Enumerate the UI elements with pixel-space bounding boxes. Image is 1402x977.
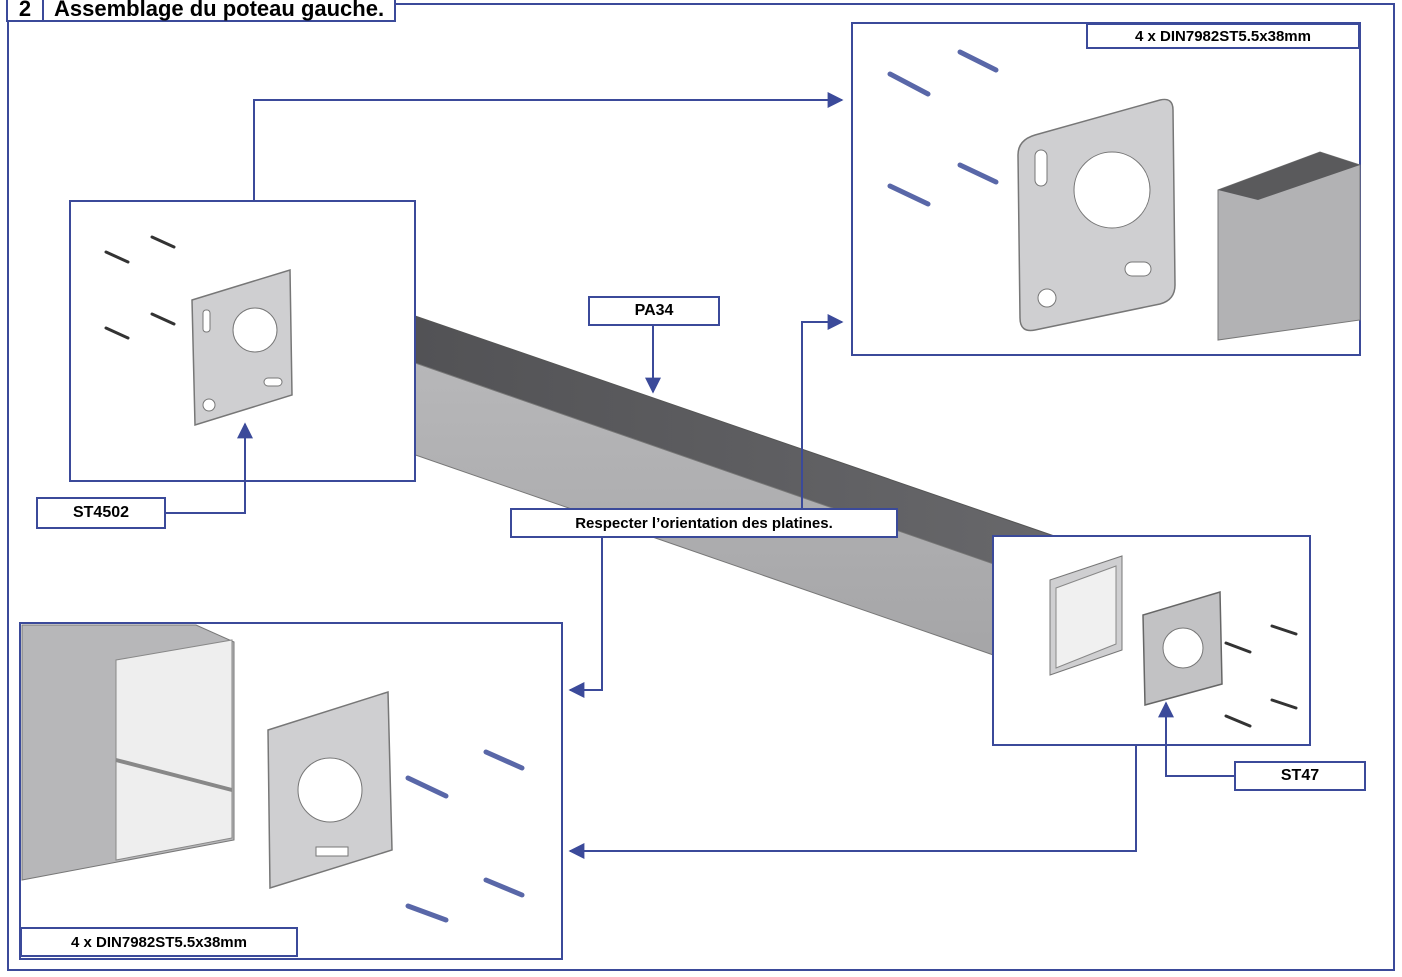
label-st47: ST47 xyxy=(1234,761,1366,791)
screws-small-right xyxy=(1224,624,1298,728)
profile-end-bottom-left xyxy=(21,624,235,881)
plate-st4502 xyxy=(191,268,293,427)
screws-large-top xyxy=(887,49,999,207)
arrow-bottom-right-to-bottom-left xyxy=(568,745,1137,859)
plate-st47-large xyxy=(267,690,393,890)
label-screws-bottom: 4 x DIN7982ST5.5x38mm xyxy=(20,927,298,957)
arrow-st47 xyxy=(1158,701,1234,777)
arrow-st4502 xyxy=(166,422,253,514)
screws-large-bottom xyxy=(405,749,525,923)
label-st4502: ST4502 xyxy=(36,497,166,529)
arrow-left-to-top-right xyxy=(253,92,844,201)
outer-frame xyxy=(7,3,1395,971)
step-title: Assemblage du poteau gauche. xyxy=(42,0,397,22)
arrow-note-to-bottom-left xyxy=(568,537,603,698)
profile-end-top-right xyxy=(1217,151,1361,341)
label-screws-top: 4 x DIN7982ST5.5x38mm xyxy=(1086,23,1360,49)
screws-small-left xyxy=(104,235,176,340)
plate-st4502-large xyxy=(1017,98,1176,332)
plate-st47 xyxy=(1142,590,1223,706)
label-note-orientation: Respecter l’orientation des platines. xyxy=(510,508,898,538)
step-number: 2 xyxy=(6,0,44,22)
arrow-note-to-top-right xyxy=(801,314,844,508)
profile-end-bottom-right xyxy=(1049,555,1123,676)
label-pa34: PA34 xyxy=(588,296,720,326)
